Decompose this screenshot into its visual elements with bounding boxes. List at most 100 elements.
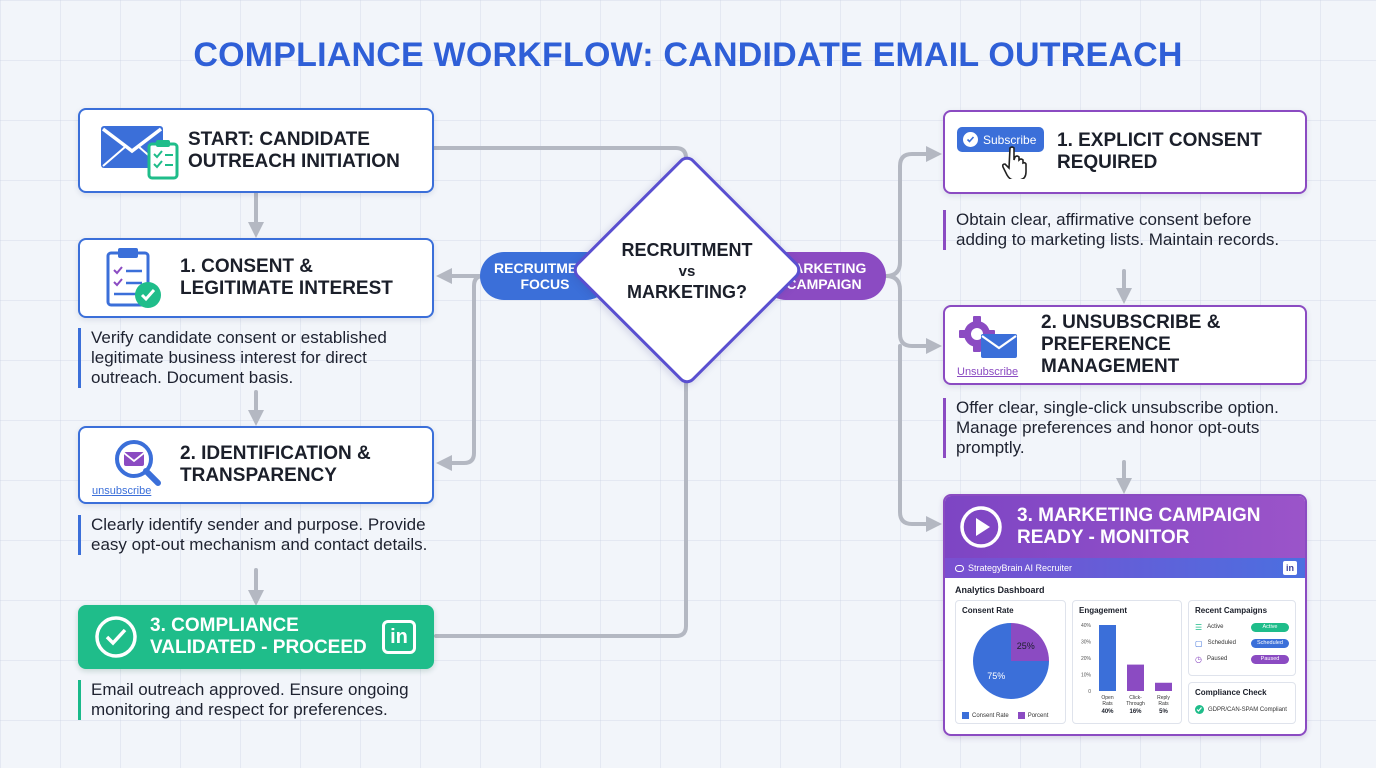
dashboard-heading: Analytics Dashboard [955, 585, 1045, 595]
y-tick-4: 0 [1088, 689, 1091, 695]
decision-label: RECRUITMENT vs MARKETING? [597, 240, 777, 303]
magnifier-envelope-icon: unsubscribe [90, 430, 172, 500]
subscribe-button-icon: Subscribe [957, 117, 1057, 187]
brain-icon [955, 564, 964, 572]
dashboard-app-name: StrategyBrain AI Recruiter [968, 563, 1073, 573]
arrow-pill-to-right-step2 [884, 274, 942, 354]
consent-rate-title: Consent Rate [962, 606, 1014, 615]
identification-description: Clearly identify sender and purpose. Pro… [78, 515, 468, 555]
y-tick-0: 40% [1081, 623, 1092, 629]
check-circle-small-icon [1195, 705, 1204, 714]
compliance-validated-box[interactable]: 3. COMPLIANCE VALIDATED - PROCEED in [78, 605, 434, 669]
arrow-pill-to-right-step3 [898, 344, 942, 532]
envelope-clipboard-icon [92, 116, 188, 186]
bar-label-1-1: Through [1126, 701, 1145, 707]
dashboard-linkedin-icon[interactable]: in [1283, 561, 1297, 575]
bar-label-1-0: Click- [1129, 695, 1142, 701]
bar-label-2-1: Rats [1158, 701, 1169, 707]
compliance-validated-description: Email outreach approved. Ensure ongoing … [78, 680, 448, 720]
y-tick-3: 10% [1081, 673, 1092, 679]
campaign-badge-2: Paused [1251, 654, 1289, 664]
check-icon [963, 132, 978, 147]
engagement-bar-2 [1155, 682, 1172, 691]
y-tick-1: 30% [1081, 640, 1092, 646]
arrow-pill-to-step2 [436, 274, 485, 471]
start-box-title: START: CANDIDATE OUTREACH INITIATION [188, 128, 400, 172]
unsubscribe-box-title: 2. UNSUBSCRIBE & PREFERENCE MANAGEMENT [1041, 312, 1221, 377]
compliance-check-title: Compliance Check [1195, 688, 1267, 697]
calendar-icon: ▢ [1195, 638, 1203, 648]
consent-box-title: 1. CONSENT & LEGITIMATE INTEREST [180, 256, 393, 299]
bars-icon: ☰ [1195, 622, 1203, 632]
consent-rate-panel: Consent Rate 75% 25% Consent Rate Porcent [955, 600, 1066, 724]
campaign-name-1: Scheduled [1207, 640, 1236, 646]
bar-pct-1: 16% [1129, 709, 1142, 715]
clipboard-check-icon [94, 243, 174, 313]
consent-box[interactable]: 1. CONSENT & LEGITIMATE INTEREST [78, 238, 434, 318]
explicit-consent-title: 1. EXPLICIT CONSENT REQUIRED [1057, 130, 1262, 173]
identification-box[interactable]: unsubscribe 2. IDENTIFICATION & TRANSPAR… [78, 426, 434, 504]
legend-swatch-purple [1017, 712, 1025, 719]
unsubscribe-link-right[interactable]: Unsubscribe [957, 366, 1019, 378]
pointer-hand-icon [1001, 146, 1027, 179]
recent-campaigns-panel: Recent Campaigns ☰ Active Active ▢ Sched… [1188, 600, 1296, 676]
campaign-row-scheduled[interactable]: ▢ Scheduled Scheduled [1195, 635, 1289, 651]
pie-label-1: 25% [1017, 641, 1035, 651]
campaign-row-paused[interactable]: ◷ Paused Paused [1195, 651, 1289, 667]
campaign-badge-0: Active [1251, 622, 1289, 632]
engagement-bar-1 [1127, 664, 1144, 691]
campaign-badge-1: Scheduled [1251, 638, 1289, 648]
legend-consent-rate: Consent Rate [972, 712, 1009, 719]
pie-label-0: 75% [987, 671, 1005, 681]
campaign-row-active[interactable]: ☰ Active Active [1195, 619, 1289, 635]
identification-box-title: 2. IDENTIFICATION & TRANSPARENCY [180, 443, 371, 486]
pie-slice-1 [1011, 623, 1049, 661]
legend-swatch-blue [962, 712, 969, 719]
decision-line-1: RECRUITMENT [621, 240, 753, 260]
arrow-start-to-decision [431, 146, 694, 180]
decision-line-3: MARKETING? [627, 282, 747, 302]
legend-porcent: Porcent [1027, 712, 1049, 719]
compliance-validated-title: 3. COMPLIANCE VALIDATED - PROCEED [150, 615, 367, 658]
line-decision-to-proceed [434, 364, 688, 638]
monitor-title: 3. MARKETING CAMPAIGN READY - MONITOR [1017, 505, 1261, 548]
compliance-check-item: GDPR/CAN-SPAM Compliant [1195, 705, 1295, 714]
play-icon[interactable] [959, 505, 1003, 549]
recent-campaigns-title: Recent Campaigns [1195, 606, 1268, 615]
unsubscribe-link[interactable]: unsubscribe [92, 485, 152, 497]
arrow-pill-to-right-step1 [884, 146, 942, 278]
bar-pct-2: 5% [1159, 709, 1168, 715]
compliance-check-text: GDPR/CAN-SPAM Compliant [1208, 706, 1287, 713]
linkedin-icon[interactable]: in [382, 620, 416, 654]
marketing-monitor-box[interactable]: 3. MARKETING CAMPAIGN READY - MONITOR St… [943, 494, 1307, 736]
page-title: COMPLIANCE WORKFLOW: CANDIDATE EMAIL OUT… [193, 36, 1183, 74]
start-box[interactable]: START: CANDIDATE OUTREACH INITIATION [78, 108, 434, 193]
monitor-header: 3. MARKETING CAMPAIGN READY - MONITOR [945, 496, 1305, 558]
campaign-name-2: Paused [1206, 656, 1228, 662]
subscribe-button[interactable]: Subscribe [957, 127, 1045, 152]
bar-label-0-0: Open [1101, 695, 1113, 701]
dashboard-app-bar: StrategyBrain AI Recruiter in [945, 558, 1305, 578]
unsubscribe-box[interactable]: Unsubscribe 2. UNSUBSCRIBE & PREFERENCE … [943, 305, 1307, 385]
bar-label-0-1: Rats [1102, 701, 1113, 707]
bar-pct-0: 40% [1101, 709, 1114, 715]
compliance-check-panel: Compliance Check GDPR/CAN-SPAM Compliant [1188, 682, 1296, 724]
explicit-consent-box[interactable]: Subscribe 1. EXPLICIT CONSENT REQUIRED [943, 110, 1307, 194]
decision-line-2: vs [678, 263, 696, 280]
engagement-bar-chart: 40%30%20%10%0OpenRats40%Click-Through16%… [1081, 623, 1172, 715]
gear-envelope-icon: Unsubscribe [955, 310, 1035, 380]
consent-description: Verify candidate consent or established … [78, 328, 448, 388]
engagement-title: Engagement [1079, 606, 1128, 615]
y-tick-2: 20% [1081, 656, 1092, 662]
unsubscribe-description: Offer clear, single-click unsubscribe op… [943, 398, 1323, 458]
consent-pie-chart: 75% 25% [973, 623, 1049, 699]
engagement-bar-0 [1099, 625, 1116, 691]
consent-legend: Consent Rate Porcent [962, 712, 1048, 719]
campaign-name-0: Active [1207, 624, 1224, 630]
bar-label-2-0: Reply [1157, 695, 1170, 701]
explicit-consent-description: Obtain clear, affirmative consent before… [943, 210, 1323, 250]
check-circle-icon [92, 613, 140, 661]
subscribe-button-label: Subscribe [983, 132, 1037, 147]
